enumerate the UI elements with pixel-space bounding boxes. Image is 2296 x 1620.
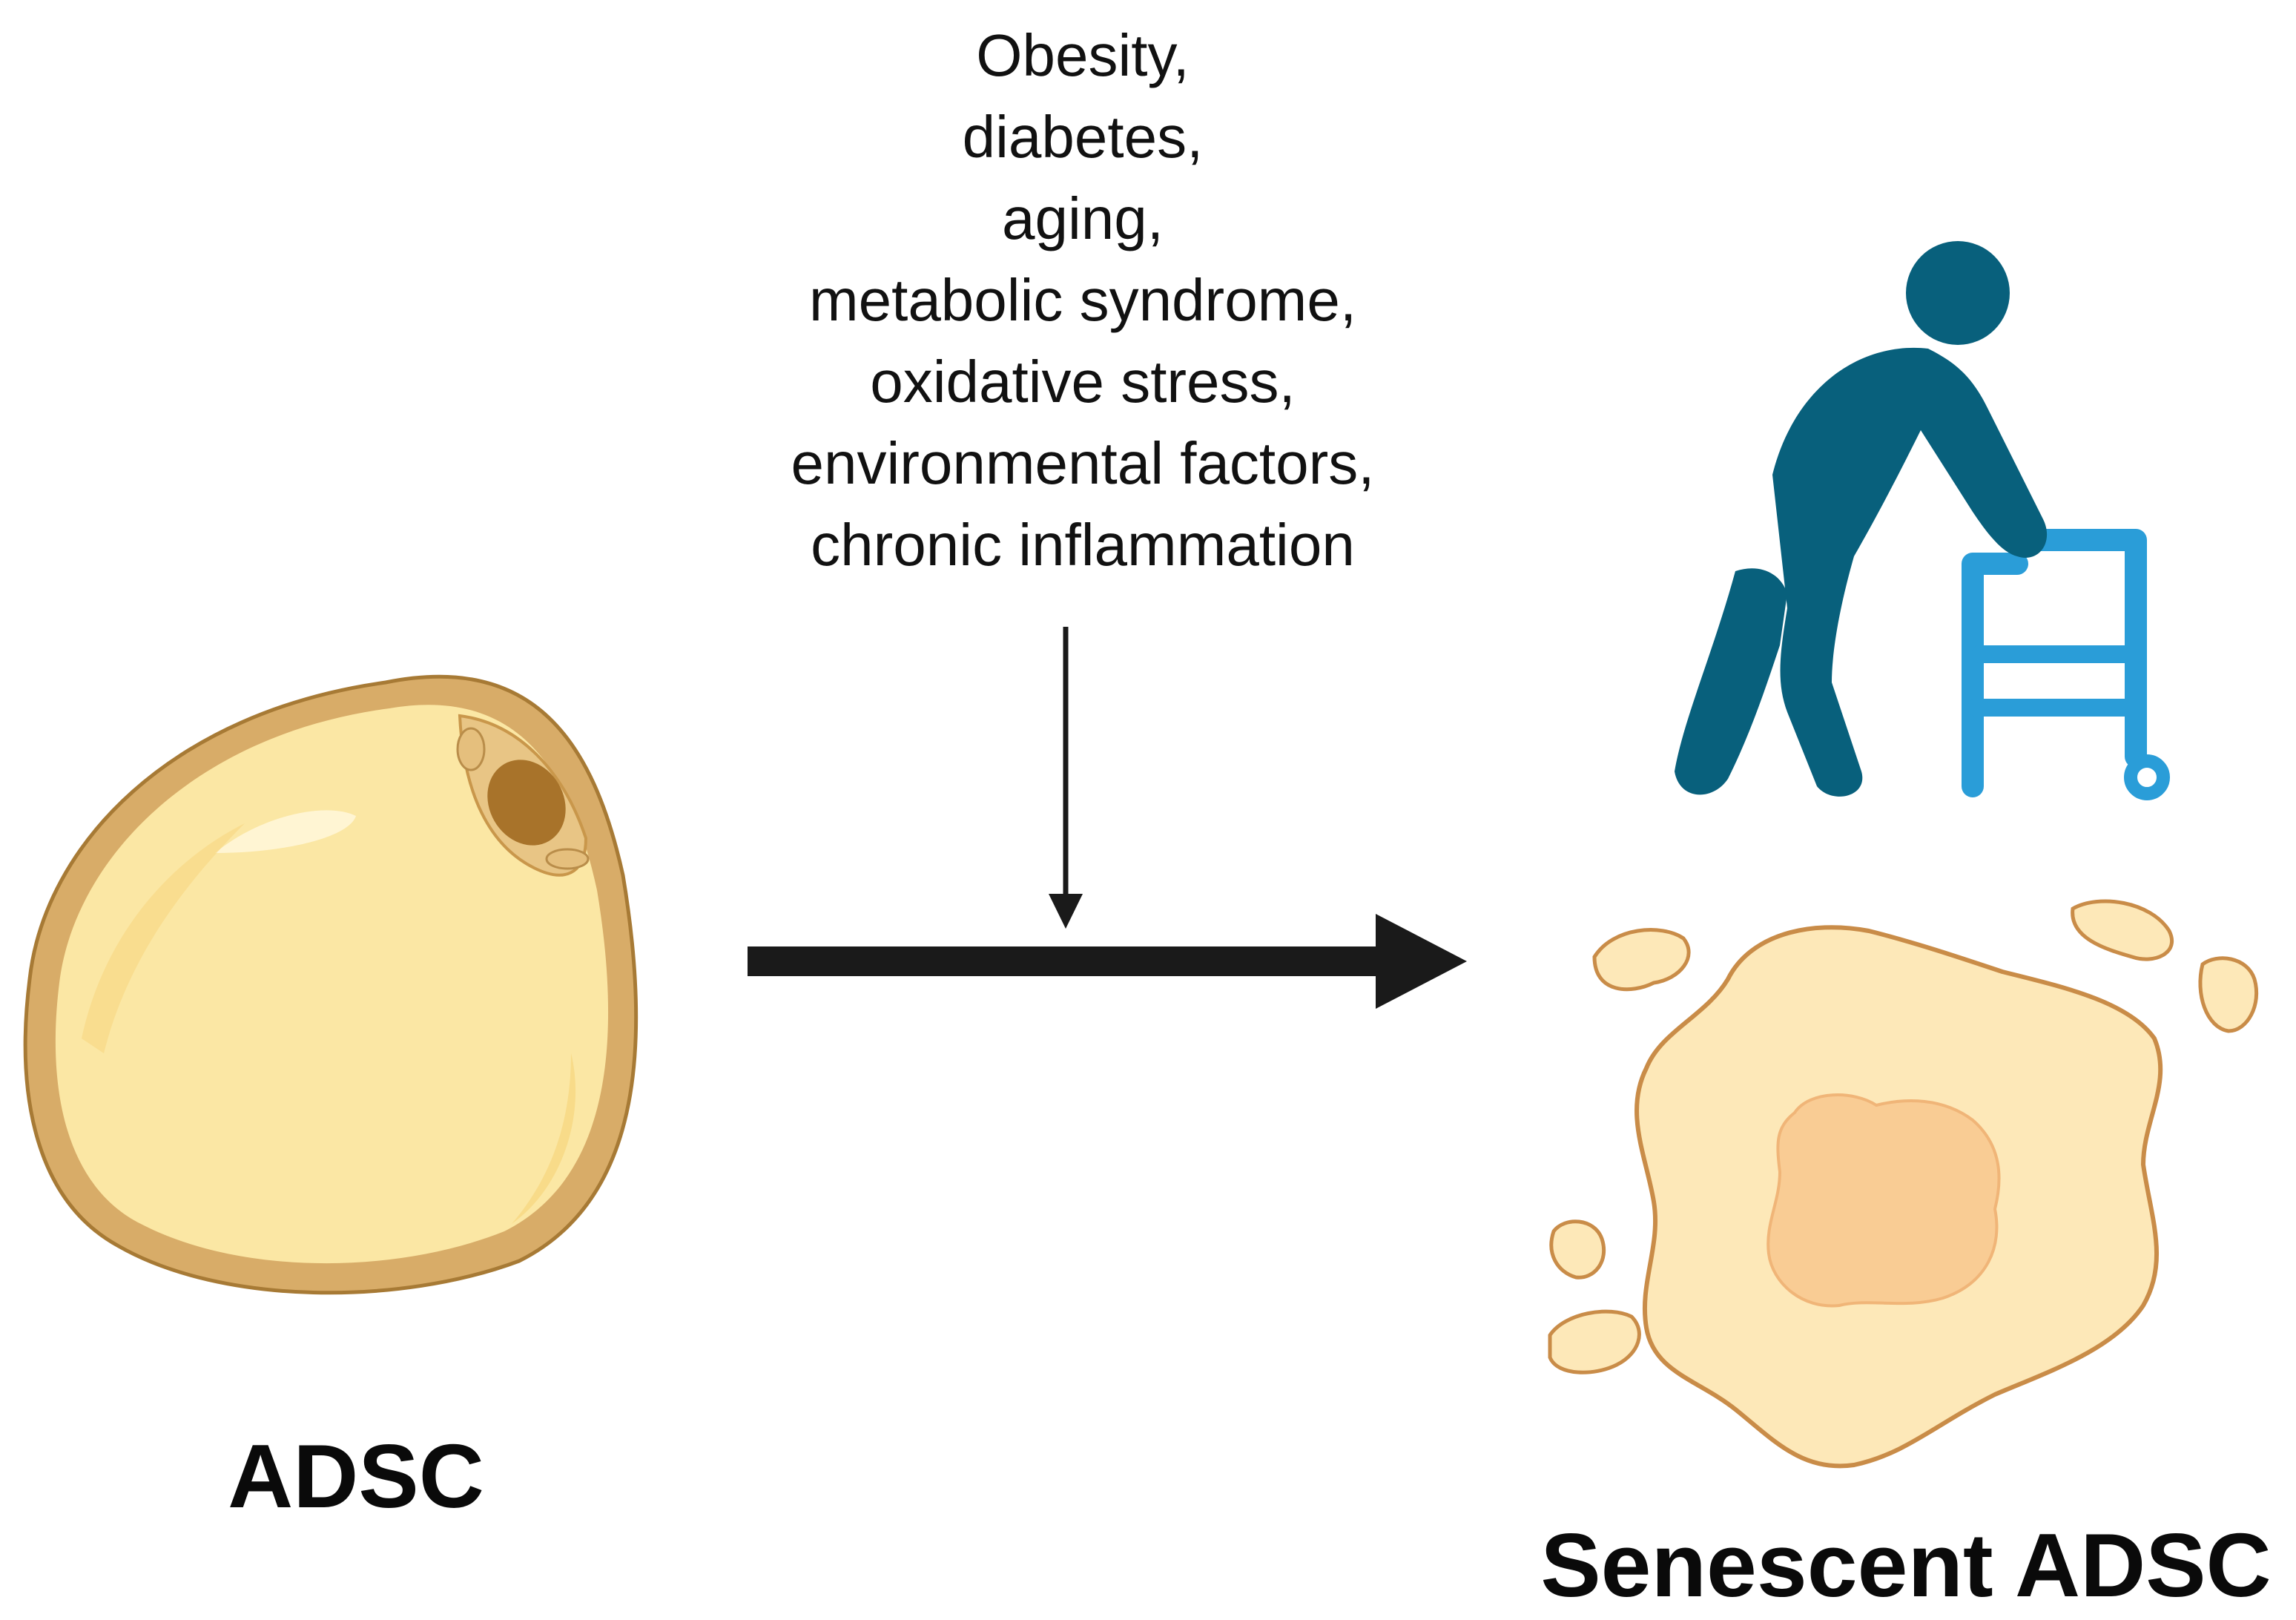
cell-fragment: [1548, 899, 2259, 1374]
healthy-cell-label: ADSC: [228, 1426, 484, 1527]
transition-arrow: [748, 914, 1467, 1009]
factors-list: Obesity, diabetes, aging, metabolic synd…: [638, 15, 1528, 586]
factor-item: oxidative stress,: [870, 349, 1296, 415]
factor-item: environmental factors,: [791, 430, 1375, 496]
senescent-cell-icon: [1548, 899, 2259, 1469]
elderly-person-with-walker-icon: [1675, 241, 2170, 800]
factor-item: chronic inflammation: [811, 512, 1355, 578]
senescent-cell-label: Senescent ADSC: [1540, 1515, 2272, 1616]
healthy-cell-icon: [23, 674, 639, 1295]
factor-item: Obesity,: [976, 22, 1190, 88]
factors-arrow: [1049, 627, 1083, 929]
person-icon: [1675, 241, 2048, 797]
factor-item: diabetes,: [962, 104, 1204, 170]
factor-item: aging,: [1002, 185, 1164, 251]
factor-item: metabolic syndrome,: [808, 267, 1357, 333]
walker-icon: [1962, 529, 2170, 800]
